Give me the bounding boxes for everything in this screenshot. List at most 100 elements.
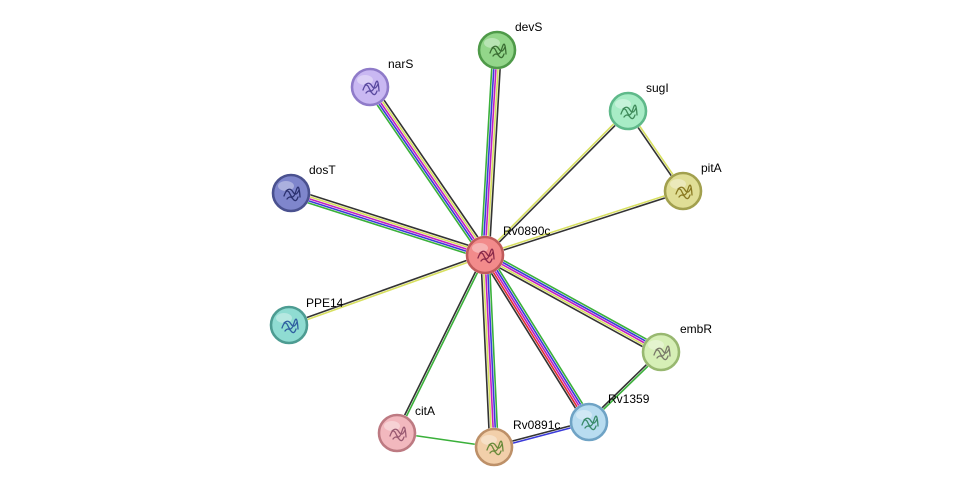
edge-Rv0890c-Rv0891c[interactable] [480,254,499,448]
edge-Rv0890c-dosT[interactable] [288,188,488,260]
node-circle [465,235,505,275]
protein-structure-icon [486,440,504,456]
edge-Rv0890c-Rv1359[interactable] [480,251,594,426]
node-PPE14[interactable]: PPE14 [269,296,344,345]
protein-structure-icon [620,104,638,120]
edge-evidence-line [482,255,589,424]
edge-evidence-line [289,194,486,258]
protein-structure-icon [362,80,380,96]
edge-evidence-line [372,83,490,254]
node-Rv0891c[interactable]: Rv0891c [474,418,561,467]
node-label-narS: narS [388,57,413,71]
edge-Rv0890c-embR[interactable] [482,250,664,357]
edge-Rv0890c-PPE14[interactable] [287,253,487,327]
protein-structure-icon [653,345,671,361]
node-label-Rv0891c: Rv0891c [513,418,560,432]
edge-evidence-line [484,110,630,257]
edge-evidence-line [397,254,487,435]
node-narS[interactable]: narS [350,57,414,107]
edge-evidence-line [369,86,486,256]
node-label-citA: citA [415,404,435,418]
edge-Rv0890c-citA[interactable] [395,253,487,435]
edge-evidence-line [482,254,493,448]
node-dosT[interactable]: dosT [271,163,337,213]
edge-evidence-line [290,192,486,256]
edge-evidence-line [365,88,483,259]
edge-evidence-line [290,190,487,254]
node-circle [474,427,514,467]
edge-evidence-line [484,49,498,256]
edge-evidence-line [483,109,629,256]
node-circle [377,413,417,453]
edge-evidence-line [484,254,495,448]
protein-structure-icon [477,248,495,264]
node-circle [269,305,309,345]
node-circle [641,332,681,372]
node-highlight [472,243,488,253]
edge-evidence-line [288,196,485,260]
node-label-devS: devS [515,20,542,34]
protein-structure-icon [489,43,507,59]
protein-structure-icon [281,318,299,334]
edge-evidence-line [482,257,660,357]
node-label-pitA: pitA [701,161,722,175]
node-label-sugI: sugI [646,81,669,95]
node-Rv0890c[interactable]: Rv0890c [465,224,551,275]
node-highlight [357,75,373,85]
edge-evidence-line [486,254,497,448]
protein-structure-icon [581,415,599,431]
node-highlight [670,179,686,189]
node-highlight [615,99,631,109]
node-highlight [648,340,664,350]
node-embR[interactable]: embR [641,322,713,372]
node-circle [663,171,703,211]
protein-structure-icon [283,186,301,202]
node-citA[interactable]: citA [377,404,436,453]
edge-evidence-line [483,189,684,255]
protein-structure-icon [675,184,693,200]
edge-evidence-line [395,253,485,434]
node-pitA[interactable]: pitA [663,161,722,211]
edge-evidence-line [487,251,594,421]
edge-Rv0890c-devS[interactable] [480,48,502,257]
node-circle [271,173,311,213]
edge-evidence-line [485,252,663,351]
node-label-PPE14: PPE14 [306,296,344,310]
node-highlight [484,38,500,48]
node-circle [477,30,517,70]
edge-Rv0890c-sugI[interactable] [483,109,630,257]
edge-evidence-line [488,254,499,448]
edge-evidence-line [488,49,502,257]
node-sugI[interactable]: sugI [608,81,669,131]
edge-evidence-line [291,188,488,252]
edge-evidence-line [484,191,685,257]
node-highlight [481,435,497,445]
edge-Rv0890c-narS[interactable] [365,83,490,259]
node-highlight [384,421,400,431]
node-circle [569,402,609,442]
edge-evidence-line [484,254,590,423]
node-label-dosT: dosT [309,163,336,177]
node-Rv1359[interactable]: Rv1359 [569,392,650,442]
node-label-Rv0890c: Rv0890c [503,224,550,238]
node-label-Rv1359: Rv1359 [608,392,650,406]
node-devS[interactable]: devS [477,20,543,70]
node-label-embR: embR [680,322,712,336]
edge-evidence-line [480,256,587,426]
nodes-layer: Rv0890c devS narS sugI pitA dosT PPE14 embR Rv13… [269,20,722,467]
edge-evidence-line [482,49,496,256]
node-circle [350,67,390,107]
edge-evidence-line [485,253,592,422]
edge-evidence-line [370,85,488,255]
protein-structure-icon [389,426,407,442]
edge-evidence-line [287,253,486,325]
node-highlight [278,181,294,191]
edge-evidence-line [486,49,500,256]
edge-evidence-line [288,255,487,327]
edge-Rv0890c-pitA[interactable] [483,189,685,257]
edge-evidence-line [367,87,485,257]
edge-evidence-line [480,254,491,448]
node-circle [608,91,648,131]
node-highlight [576,410,592,420]
